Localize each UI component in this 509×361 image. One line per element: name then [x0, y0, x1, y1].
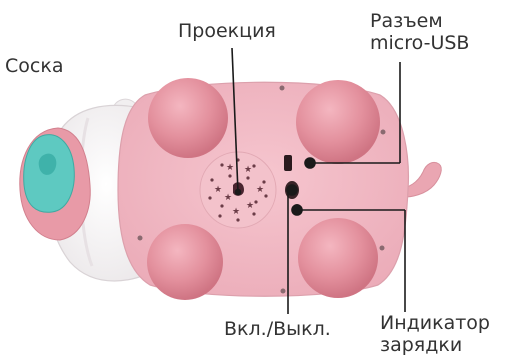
screw [280, 86, 285, 91]
label-micro-usb-line1: Разъем [370, 10, 469, 32]
label-indicator-line2: зарядки [380, 334, 490, 356]
svg-text:★: ★ [214, 185, 222, 195]
micro-usb-port [284, 155, 292, 171]
label-micro-usb: Разъем micro-USB [370, 10, 469, 54]
leg-top-right [296, 80, 380, 164]
svg-text:★: ★ [256, 185, 264, 195]
leg-bottom-right [298, 218, 378, 298]
label-nipple: Соска [5, 55, 63, 77]
svg-text:★: ★ [232, 207, 240, 217]
svg-text:★: ★ [224, 193, 232, 203]
screw [380, 246, 385, 251]
label-projection: Проекция [178, 20, 276, 42]
label-indicator-line1: Индикатор [380, 312, 490, 334]
label-micro-usb-line2: micro-USB [370, 32, 469, 54]
svg-text:★: ★ [226, 163, 234, 173]
svg-text:★: ★ [246, 201, 254, 211]
screw [281, 289, 286, 294]
screw [138, 236, 143, 241]
leg-top-left [148, 78, 228, 158]
label-power: Вкл./Выкл. [224, 318, 331, 340]
label-charging-indicator: Индикатор зарядки [380, 312, 490, 356]
leg-bottom-left [147, 224, 223, 300]
screw [381, 130, 386, 135]
svg-text:★: ★ [244, 165, 252, 175]
